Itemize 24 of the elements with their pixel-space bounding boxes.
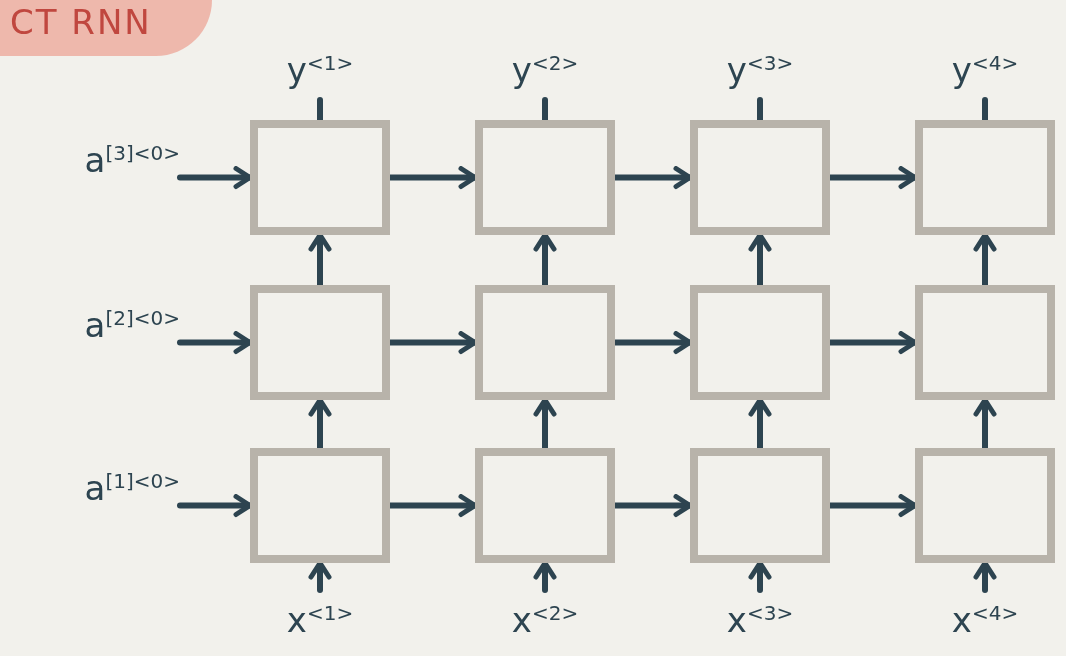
cell-box	[475, 285, 615, 400]
state-label: y$^{<4>}$	[915, 40, 1055, 100]
cell-box	[915, 285, 1055, 400]
cell-box	[250, 120, 390, 235]
cell-box	[475, 448, 615, 563]
cell-box	[690, 448, 830, 563]
cell-box	[915, 448, 1055, 563]
state-label: a$^{[3]<0>}$	[30, 130, 180, 190]
cell-box	[690, 285, 830, 400]
title-text: CT RNN	[0, 0, 212, 56]
cell-box	[915, 120, 1055, 235]
cell-box	[475, 120, 615, 235]
state-label: y$^{<2>}$	[475, 40, 615, 100]
cell-box	[690, 120, 830, 235]
state-label: a$^{[2]<0>}$	[30, 295, 180, 355]
state-label: x$^{<3>}$	[690, 590, 830, 650]
state-label: y$^{<3>}$	[690, 40, 830, 100]
state-label: x$^{<4>}$	[915, 590, 1055, 650]
cell-box	[250, 448, 390, 563]
state-label: a$^{[1]<0>}$	[30, 458, 180, 518]
state-label: y$^{<1>}$	[250, 40, 390, 100]
cell-box	[250, 285, 390, 400]
state-label: x$^{<2>}$	[475, 590, 615, 650]
state-label: x$^{<1>}$	[250, 590, 390, 650]
